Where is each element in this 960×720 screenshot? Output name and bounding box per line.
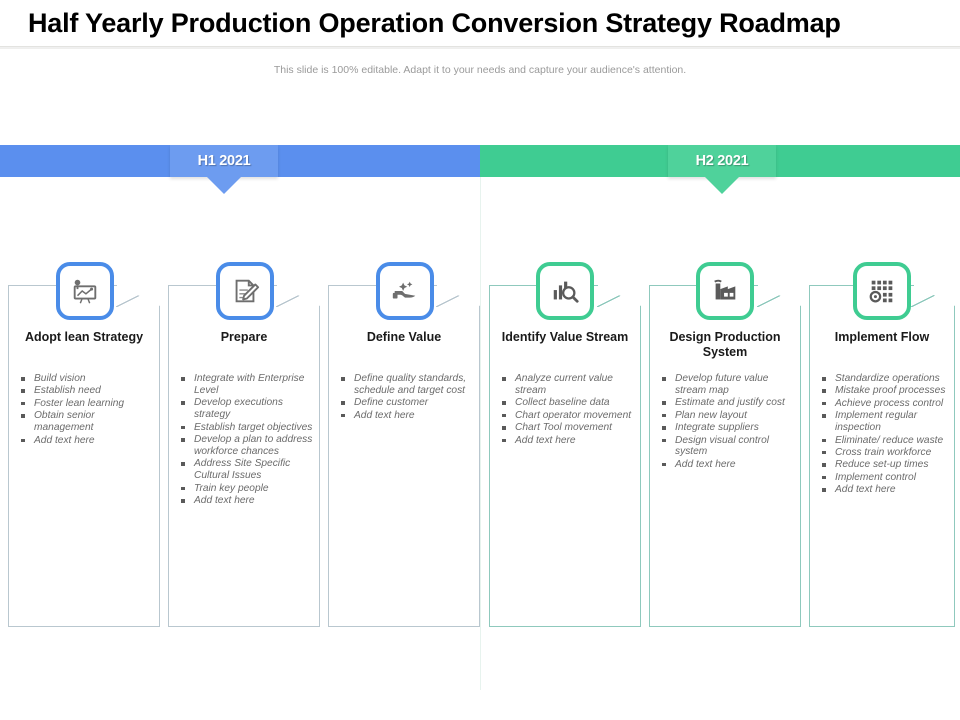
process-flow-gear-icon[interactable]: [853, 262, 911, 320]
document-pencil-icon[interactable]: [216, 262, 274, 320]
roadmap-card-6[interactable]: Implement Flow Standardize operations Mi…: [809, 285, 955, 627]
hand-sparkle-icon[interactable]: [376, 262, 434, 320]
card-title-2: Prepare: [220, 330, 268, 344]
list-item: Add text here: [19, 435, 153, 447]
card-bullets-5: Develop future value stream map Estimate…: [660, 373, 794, 471]
list-item: Add text here: [179, 495, 313, 507]
list-item: Train key people: [179, 483, 313, 495]
list-item: Chart operator movement: [500, 410, 634, 422]
half-label-h1[interactable]: H1 2021: [170, 145, 278, 194]
card-title-6: Implement Flow: [834, 330, 930, 344]
half-label-h2-pointer: [705, 177, 739, 194]
roadmap-card-2[interactable]: Prepare Integrate with Enterprise Level …: [168, 285, 320, 627]
list-item: Chart Tool movement: [500, 422, 634, 434]
page-title: Half Yearly Production Operation Convers…: [28, 8, 841, 38]
card-bullets-1: Build vision Establish need Foster lean …: [19, 373, 153, 447]
half-label-h2[interactable]: H2 2021: [668, 145, 776, 194]
title-divider: [0, 46, 960, 49]
half-label-h1-pointer: [207, 177, 241, 194]
list-item: Define quality standards, schedule and t…: [339, 373, 473, 397]
list-item: Obtain senior management: [19, 410, 153, 434]
card-title-5: Design Production System: [669, 330, 781, 359]
list-item: Plan new layout: [660, 410, 794, 422]
half-label-h2-text: H2 2021: [695, 153, 749, 169]
list-item: Achieve process control: [820, 398, 948, 410]
list-item: Mistake proof processes: [820, 385, 948, 397]
list-item: Reduce set-up times: [820, 459, 948, 471]
card-bullets-4: Analyze current value stream Collect bas…: [500, 373, 634, 447]
list-item: Implement regular inspection: [820, 410, 948, 434]
list-item: Analyze current value stream: [500, 373, 634, 397]
card-bullets-2: Integrate with Enterprise Level Develop …: [179, 373, 313, 507]
list-item: Add text here: [500, 435, 634, 447]
list-item: Build vision: [19, 373, 153, 385]
card-title-3: Define Value: [366, 330, 442, 344]
list-item: Standardize operations: [820, 373, 948, 385]
roadmap-card-4[interactable]: Identify Value Stream Analyze current va…: [489, 285, 641, 627]
list-item: Develop executions strategy: [179, 397, 313, 421]
list-item: Develop future value stream map: [660, 373, 794, 397]
list-item: Design visual control system: [660, 435, 794, 459]
card-title-4: Identify Value Stream: [501, 330, 629, 344]
list-item: Define customer: [339, 397, 473, 409]
card-bullets-6: Standardize operations Mistake proof pro…: [820, 373, 948, 497]
list-item: Cross train workforce: [820, 447, 948, 459]
slide-subtitle: This slide is 100% editable. Adapt it to…: [273, 64, 687, 76]
roadmap-card-5[interactable]: Design Production System Develop future …: [649, 285, 801, 627]
list-item: Integrate suppliers: [660, 422, 794, 434]
list-item: Foster lean learning: [19, 398, 153, 410]
list-item: Address Site Specific Cultural Issues: [179, 458, 313, 482]
factory-icon[interactable]: [696, 262, 754, 320]
list-item: Add text here: [820, 484, 948, 496]
half-divider-line: [480, 177, 481, 690]
list-item: Integrate with Enterprise Level: [179, 373, 313, 397]
list-item: Add text here: [660, 459, 794, 471]
list-item: Establish target objectives: [179, 422, 313, 434]
presentation-board-icon[interactable]: [56, 262, 114, 320]
roadmap-card-3[interactable]: Define Value Define quality standards, s…: [328, 285, 480, 627]
list-item: Establish need: [19, 385, 153, 397]
list-item: Add text here: [339, 410, 473, 422]
roadmap-card-1[interactable]: Adopt lean Strategy Build vision Establi…: [8, 285, 160, 627]
card-bullets-3: Define quality standards, schedule and t…: [339, 373, 473, 422]
list-item: Estimate and justify cost: [660, 397, 794, 409]
list-item: Develop a plan to address workforce chan…: [179, 434, 313, 458]
list-item: Implement control: [820, 472, 948, 484]
card-title-1: Adopt lean Strategy: [24, 330, 144, 344]
half-label-h1-text: H1 2021: [197, 153, 251, 169]
list-item: Collect baseline data: [500, 397, 634, 409]
list-item: Eliminate/ reduce waste: [820, 435, 948, 447]
bar-chart-magnifier-icon[interactable]: [536, 262, 594, 320]
